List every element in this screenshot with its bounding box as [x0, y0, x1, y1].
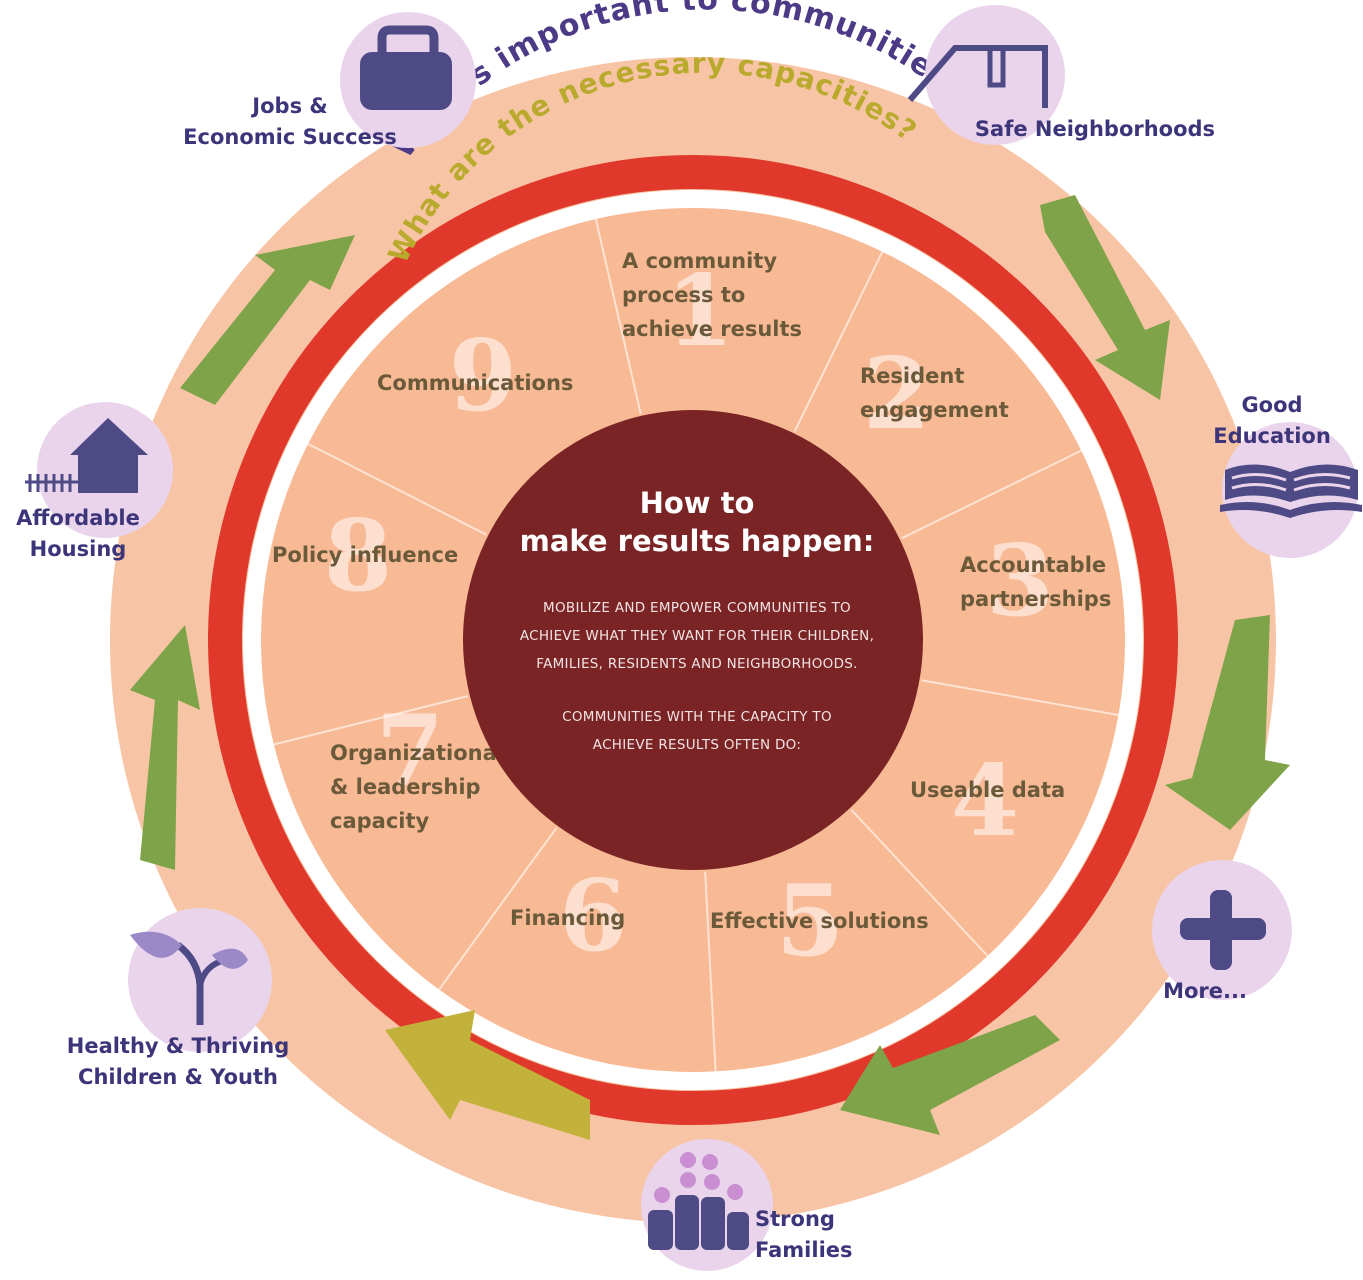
segment-divider [921, 679, 1119, 717]
hub-title-line2: make results happen: [520, 524, 875, 558]
outcome-label: More... [1163, 979, 1247, 1003]
segment-dividers [273, 218, 1119, 1072]
hub-body-line: ACHIEVE RESULTS OFTEN DO: [593, 737, 801, 753]
segment-1: 1A community process to achieve results [622, 249, 802, 369]
segment-label-line: A community [622, 249, 777, 273]
segment-label-line: & leadership [330, 775, 481, 799]
segment-label-line: capacity [330, 809, 430, 833]
cycle-arrow-bottom-right [840, 1015, 1060, 1135]
outcome-label-line: More... [1163, 979, 1247, 1003]
segment-number: 6 [559, 859, 627, 974]
book-icon [1220, 464, 1362, 518]
outcome-label-line: Affordable [16, 506, 140, 530]
hub-title-line1: How to [640, 486, 755, 520]
segment-number: 8 [324, 499, 392, 614]
swing-icon [907, 45, 1048, 108]
outcome-label: Jobs & Economic Success [183, 94, 397, 149]
segment-label-line: Organizational [330, 741, 504, 765]
segment-divider [307, 442, 487, 536]
outcome-affordable-housing [25, 402, 173, 538]
hub-body-line: FAMILIES, RESIDENTS AND NEIGHBORHOODS. [536, 656, 858, 672]
outcome-label-line: Families [755, 1238, 853, 1262]
segment-divider [704, 871, 717, 1072]
cycle-arrow-left [130, 625, 200, 870]
outcome-healthy-children [128, 908, 272, 1052]
segment-label-line: Effective solutions [710, 909, 929, 933]
outcome-label-line: Safe Neighborhoods [975, 117, 1215, 141]
segment-divider [793, 251, 884, 432]
hub-body-line: MOBILIZE AND EMPOWER COMMUNITIES TO [543, 600, 851, 616]
outcome-icons [25, 5, 1362, 1271]
segment-divider [273, 695, 469, 746]
segment-number: 4 [951, 744, 1019, 859]
outcome-label-line: Economic Success [183, 125, 397, 149]
outcome-more [1152, 860, 1292, 1000]
segment-label-line: Financing [510, 906, 625, 930]
segment-label-line: process to [622, 283, 745, 307]
segment-number: 1 [666, 254, 734, 369]
red-cycle-ring [208, 155, 1178, 1125]
outcome-jobs [340, 12, 476, 148]
outcome-label-line: Strong [755, 1207, 835, 1231]
outcome-label-line: Jobs & [250, 94, 327, 118]
segment-label-line: Useable data [910, 778, 1065, 802]
outcome-safe-neighborhoods [907, 5, 1065, 145]
cycle-arrows [130, 195, 1290, 1140]
segment-number: 3 [986, 524, 1054, 639]
segment-number: 2 [863, 337, 931, 452]
house-icon [25, 418, 148, 493]
sprout-icon [130, 931, 248, 1025]
outcome-strong-families [641, 1139, 773, 1271]
hub-circle [463, 410, 923, 870]
segment-label-line: partnerships [960, 587, 1111, 611]
outcome-label-line: Children & Youth [78, 1065, 278, 1089]
icon-bubble [925, 5, 1065, 145]
briefcase-icon [360, 25, 452, 110]
segment-divider [438, 827, 558, 991]
family-icon [648, 1152, 749, 1250]
outcome-label: Safe Neighborhoods [975, 117, 1215, 141]
hub-body-line: COMMUNITIES WITH THE CAPACITY TO [562, 709, 832, 725]
segment-number: 9 [449, 319, 517, 434]
outcome-label-line: Good [1241, 393, 1302, 417]
outcome-label-line: Housing [30, 537, 127, 561]
segment-divider [850, 808, 989, 957]
hub-body-text: MOBILIZE AND EMPOWER COMMUNITIES TO ACHIE… [520, 600, 874, 753]
capacity-segments: 1A community process to achieve results 2Re… [272, 249, 1111, 979]
cycle-arrow-top-right [1040, 195, 1170, 400]
plus-icon [1180, 890, 1266, 970]
segment-label-line: achieve results [622, 317, 802, 341]
cycle-arrow-bottom-left [385, 1010, 590, 1140]
segment-divider [594, 218, 642, 415]
segment-label-line: Communications [377, 371, 573, 395]
segment-divider [901, 449, 1082, 540]
outcome-good-education [1220, 422, 1362, 558]
segment-number: 5 [776, 864, 844, 979]
segment-label-line: Policy influence [272, 543, 458, 567]
segment-label-line: Resident [860, 364, 964, 388]
segment-number: 7 [376, 694, 444, 809]
segment-label-line: engagement [860, 398, 1009, 422]
cycle-arrow-top-left [180, 235, 355, 405]
cycle-arrow-right [1165, 615, 1290, 830]
outcome-label-line: Education [1213, 424, 1331, 448]
outcome-labels: Jobs & Economic Success Safe Neighborhoods… [16, 94, 1331, 1262]
outcome-label-line: Healthy & Thriving [67, 1034, 290, 1058]
hub-body-line: ACHIEVE WHAT THEY WANT FOR THEIR CHILDRE… [520, 628, 874, 644]
segment-label-line: Accountable [960, 553, 1106, 577]
